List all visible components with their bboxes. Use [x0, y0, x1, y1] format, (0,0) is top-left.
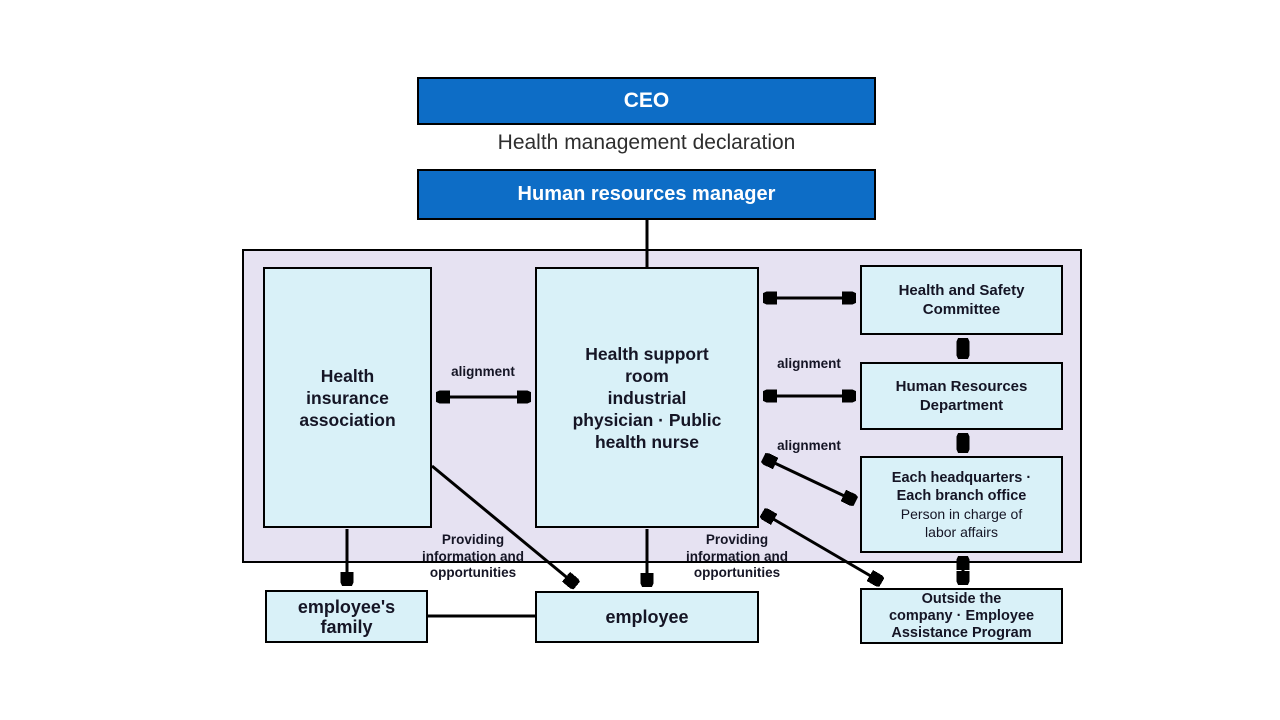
node-human-resources-department-label: Human Resources Department: [895, 378, 1028, 414]
node-employee: employee: [535, 591, 759, 643]
alignment-label-lower: alignment: [777, 438, 841, 453]
node-employees-family-label: employee's family: [297, 596, 396, 637]
node-each-headquarters: Each headquarters · Each branch office P…: [860, 456, 1063, 553]
node-ceo-label: CEO: [623, 89, 670, 112]
alignment-label-middle: alignment: [777, 356, 841, 371]
node-employee-label: employee: [605, 606, 689, 627]
node-health-insurance-association-label: Health insurance association: [299, 365, 396, 430]
node-health-safety-committee-label: Health and Safety Committee: [898, 282, 1025, 318]
node-health-insurance-association: Health insurance association: [263, 267, 432, 528]
providing-info-label-right: Providing information and opportunities: [686, 532, 788, 580]
alignment-label-left: alignment: [451, 364, 515, 379]
node-each-headquarters-subtitle: Person in charge of labor affairs: [900, 505, 1023, 540]
node-health-support-room-label: Health support room industrial physician…: [572, 343, 722, 452]
providing-info-label-left: Providing information and opportunities: [422, 532, 524, 580]
node-outside-company-label: Outside the company · Employee Assistanc…: [888, 590, 1035, 641]
node-hr-manager-label: Human resources manager: [517, 183, 776, 205]
node-health-safety-committee: Health and Safety Committee: [860, 265, 1063, 335]
node-employees-family: employee's family: [265, 590, 428, 643]
node-each-headquarters-title: Each headquarters · Each branch office: [891, 469, 1032, 504]
node-hr-manager: Human resources manager: [417, 169, 876, 220]
node-outside-company: Outside the company · Employee Assistanc…: [860, 588, 1063, 644]
health-management-declaration-caption: Health management declaration: [497, 131, 796, 154]
node-ceo: CEO: [417, 77, 876, 125]
node-human-resources-department: Human Resources Department: [860, 362, 1063, 430]
node-health-support-room: Health support room industrial physician…: [535, 267, 759, 528]
